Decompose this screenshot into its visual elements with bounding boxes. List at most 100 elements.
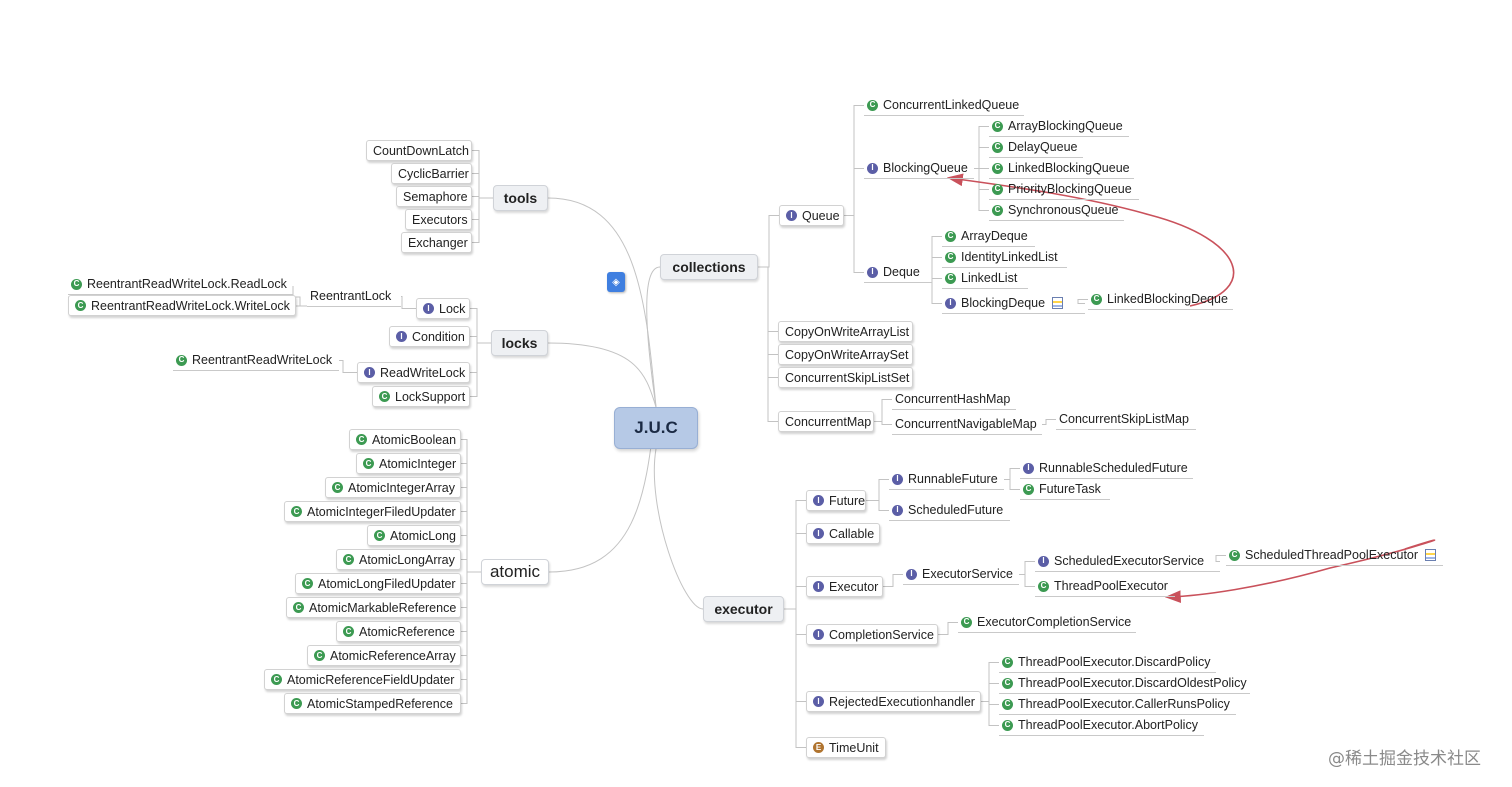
node-label: RejectedExecutionhandler — [829, 694, 975, 709]
node-cyclicbarrier[interactable]: CyclicBarrier — [391, 163, 472, 184]
class-icon: C — [1229, 549, 1240, 561]
note-icon[interactable] — [1052, 297, 1064, 309]
connector-line — [1004, 468, 1020, 480]
interface-icon: I — [364, 367, 375, 378]
node-concurrentnavigablemap[interactable]: ConcurrentNavigableMap — [892, 414, 1042, 435]
node-concurrenthashmap[interactable]: ConcurrentHashMap — [892, 389, 1016, 410]
connector-line — [1004, 479, 1020, 490]
node-executor-branch[interactable]: executor — [703, 596, 784, 622]
node-label: ReentrantReadWriteLock.WriteLock — [91, 298, 290, 313]
node-label: ReentrantReadWriteLock — [192, 353, 333, 367]
node-label: IdentityLinkedList — [961, 250, 1058, 264]
connector-line — [470, 336, 491, 344]
node-copyonwritearraylist[interactable]: CopyOnWriteArrayList — [778, 321, 913, 342]
node-tpe-discardoldestpolicy[interactable]: C ThreadPoolExecutor.DiscardOldestPolicy — [999, 673, 1250, 694]
note-icon[interactable] — [1425, 549, 1437, 561]
node-label: AtomicLong — [390, 528, 457, 543]
connector-line — [938, 622, 958, 635]
node-tools[interactable]: tools — [493, 185, 548, 211]
node-label: ThreadPoolExecutor.DiscardOldestPolicy — [1018, 676, 1247, 690]
node-label: ThreadPoolExecutor.AbortPolicy — [1018, 718, 1198, 732]
connector-line — [931, 236, 942, 273]
node-concurrentmap[interactable]: ConcurrentMap — [778, 411, 874, 432]
node-concurrentskiplistset[interactable]: ConcurrentSkipListSet — [778, 367, 913, 388]
connector-line — [784, 608, 806, 748]
node-label: LockSupport — [395, 389, 466, 404]
node-label: Lock — [439, 301, 466, 316]
node-locksupport[interactable]: C LockSupport — [372, 386, 470, 407]
node-executors[interactable]: Executors — [405, 209, 472, 230]
root-node[interactable]: J.U.C — [614, 407, 698, 449]
node-atomic[interactable]: atomic — [481, 559, 549, 585]
node-countdownlatch[interactable]: CountDownLatch — [366, 140, 472, 161]
class-icon: C — [379, 391, 390, 402]
node-copyonwritearrayset[interactable]: CopyOnWriteArraySet — [778, 344, 913, 365]
node-reentrantlock[interactable]: ReentrantLock — [307, 286, 401, 307]
mindmap-app-icon[interactable]: ◈ — [607, 272, 625, 292]
class-icon: C — [1038, 580, 1049, 592]
class-icon: C — [1002, 677, 1013, 689]
connector-line — [866, 500, 889, 511]
node-label: ConcurrentSkipListMap — [1059, 412, 1189, 426]
node-collections[interactable]: collections — [660, 254, 758, 280]
class-icon: C — [945, 272, 956, 284]
node-locks[interactable]: locks — [491, 330, 548, 356]
class-icon: C — [302, 578, 313, 589]
node-exchanger[interactable]: Exchanger — [401, 232, 472, 253]
node-concurrentskiplistmap[interactable]: ConcurrentSkipListMap — [1056, 409, 1196, 430]
node-semaphore[interactable]: Semaphore — [396, 186, 472, 207]
connector-line — [784, 608, 806, 702]
node-label: FutureTask — [1039, 482, 1101, 496]
